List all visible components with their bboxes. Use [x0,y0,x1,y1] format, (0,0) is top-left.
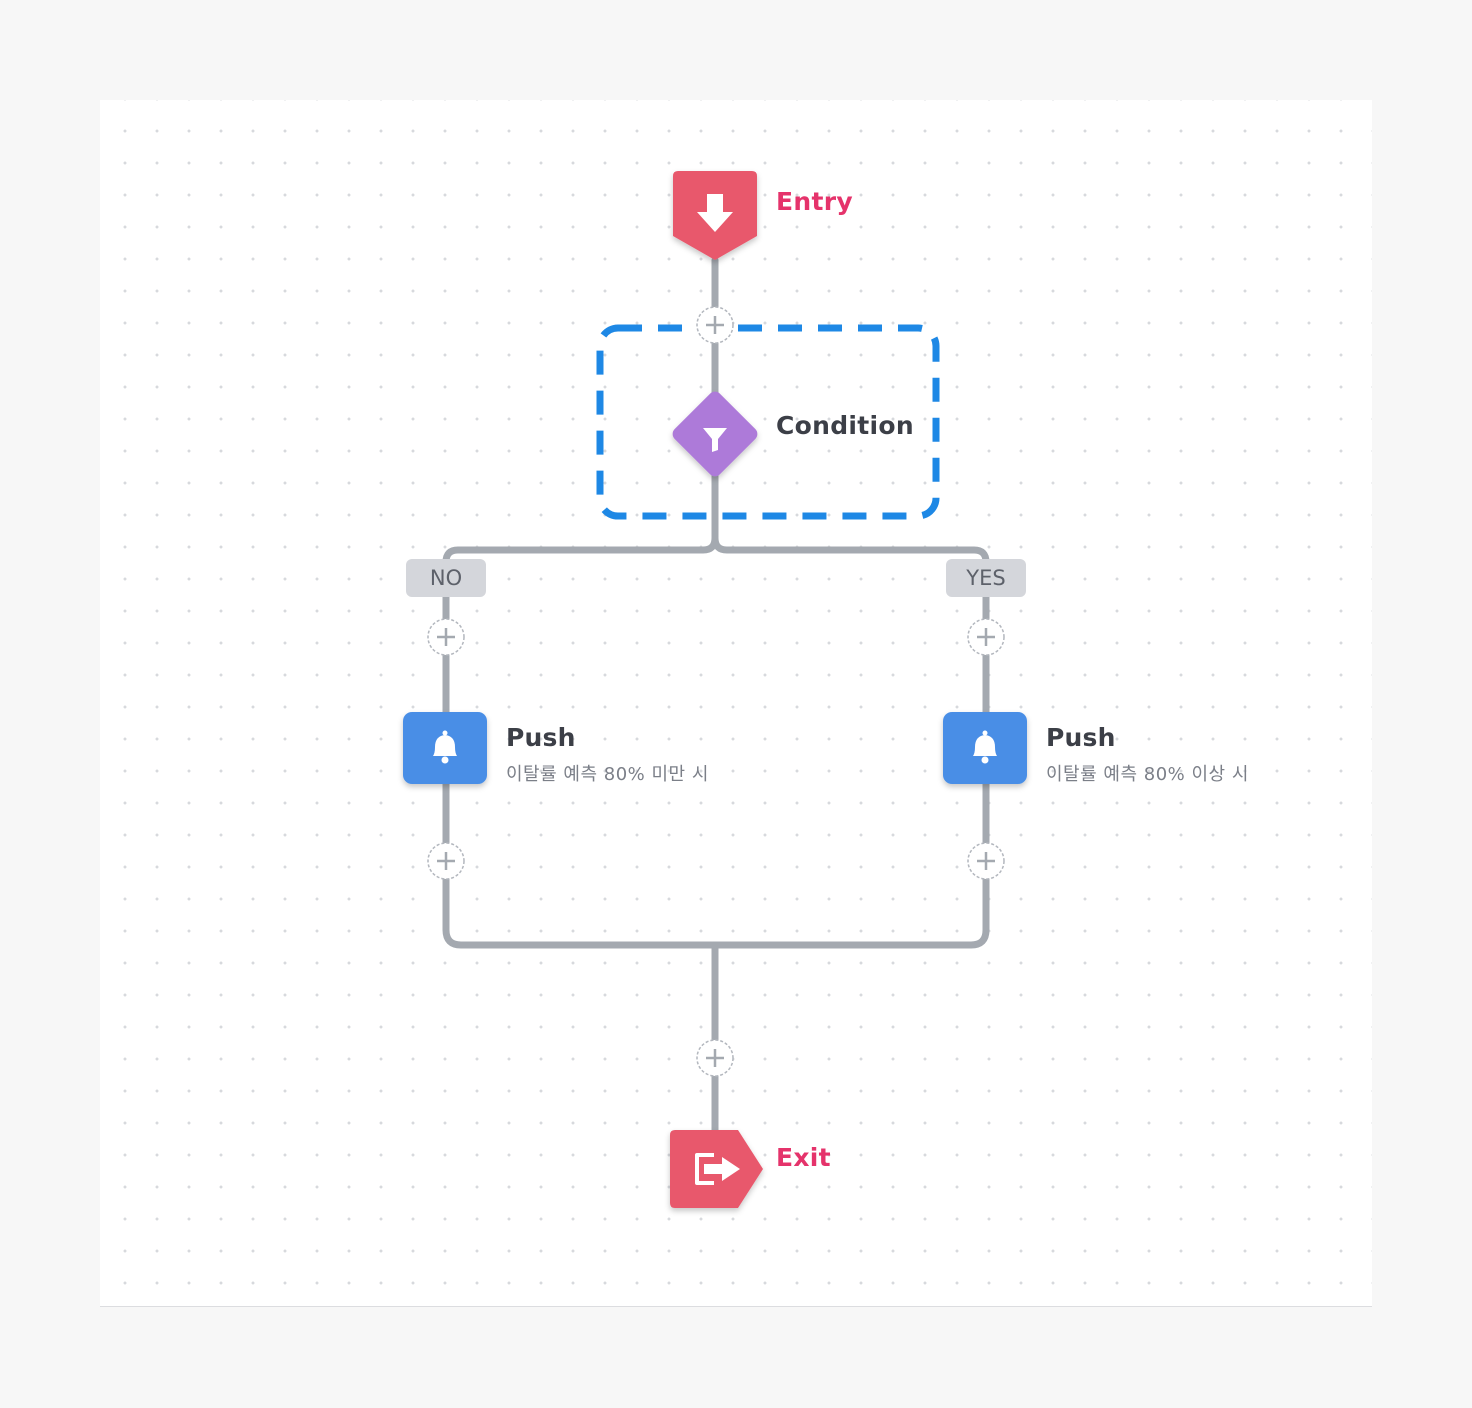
branch-tag-no: NO [406,559,486,597]
condition-node[interactable] [670,389,761,480]
connector-condition-no [442,478,719,949]
push-yes-title: Push [1046,723,1116,752]
flow-canvas: NO YES Entry Condition Push 이탈률 예측 80% 미… [100,100,1372,1307]
selection-box[interactable] [596,324,940,520]
exit-label: Exit [776,1143,831,1172]
branch-tag-yes: YES [946,559,1026,597]
flow-diagram [403,171,1027,1208]
bell-icon [973,730,997,764]
filter-funnel-icon [703,428,727,452]
exit-node[interactable] [670,1130,763,1208]
add-step-button[interactable] [427,842,465,880]
push-node-yes[interactable] [943,712,1027,784]
push-no-subtitle: 이탈률 예측 80% 미만 시 [506,764,709,785]
entry-node[interactable] [673,171,757,260]
push-no-title: Push [506,723,576,752]
arrow-down-icon [697,194,733,232]
add-step-button[interactable] [967,618,1005,656]
entry-label: Entry [776,187,853,216]
bell-icon [433,730,457,764]
push-node-no[interactable] [403,712,487,784]
add-step-button[interactable] [696,306,734,344]
add-step-button[interactable] [427,618,465,656]
add-step-button[interactable] [696,1039,734,1077]
add-step-button[interactable] [967,842,1005,880]
exit-door-icon [695,1153,740,1185]
connector-condition-yes [711,534,990,949]
condition-label: Condition [776,411,914,440]
push-yes-subtitle: 이탈률 예측 80% 이상 시 [1046,764,1249,785]
